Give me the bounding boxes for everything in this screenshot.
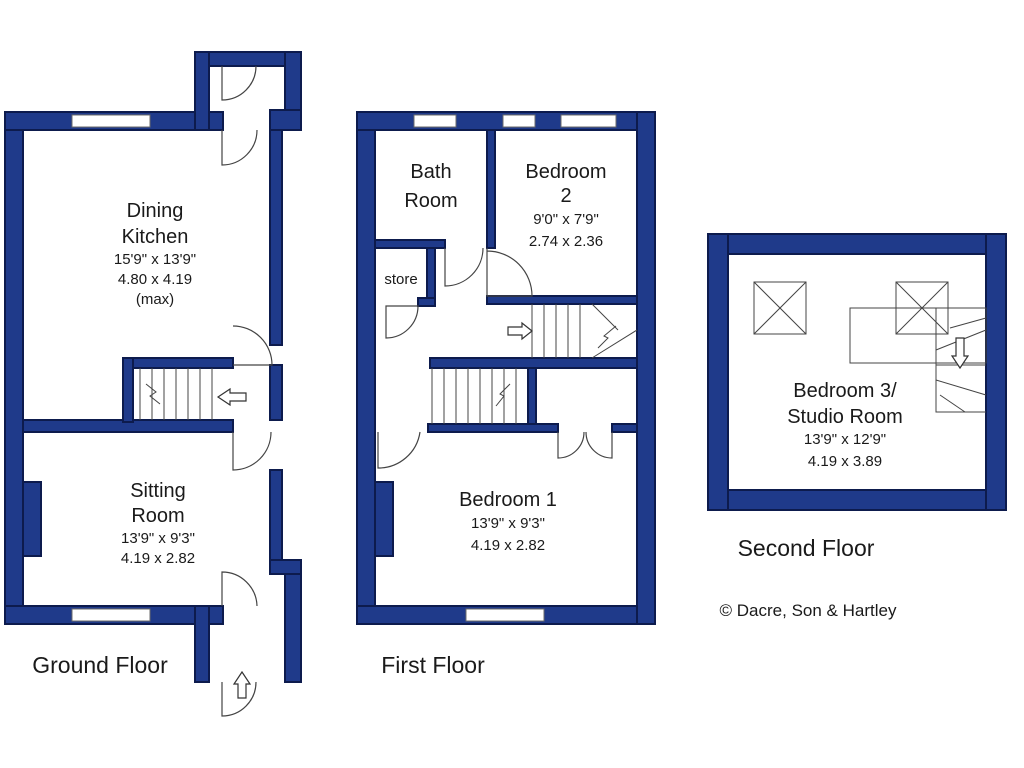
sf-skylight-left [753,281,807,335]
ff-wall-west [356,111,376,625]
gf-wall-west [4,111,24,625]
dining-kitchen-metric: 4.80 x 4.19 [118,271,192,288]
gf-stair-wall-left [122,357,134,423]
ff-cupboard-wall-left [527,367,537,431]
sf-wall-north [707,233,1007,255]
ff-bath-wall-bottom [374,239,446,249]
gf-wall-east-lower [269,469,283,571]
ff-bath-bed2-wall [486,129,496,249]
ff-wall-east [636,111,656,625]
sf-wall-east [985,233,1007,511]
ff-window-bath [413,114,457,128]
bedroom-3-name-1: Bedroom 3/ [793,380,897,402]
bedroom-1-metric: 4.19 x 2.82 [471,537,545,554]
ff-landing-wall [429,357,638,369]
ff-window-bed2-b [560,114,617,128]
ff-stairs-up [531,303,638,359]
ff-door-bed1 [377,431,421,469]
second-floor-plan [707,233,1007,511]
sitting-room-name-2: Room [131,505,184,527]
gf-door-stair [232,325,273,366]
ff-chimney [374,481,394,557]
copyright-notice: © Dacre, Son & Hartley [720,601,897,620]
bedroom-3-name-2: Studio Room [787,406,903,428]
gf-stairs [139,368,213,420]
sitting-room-metric: 4.19 x 2.82 [121,550,195,567]
bedroom-1-imperial: 13'9" x 9'3" [471,515,545,532]
ff-window-bed1 [465,608,545,622]
bedroom-1-name: Bedroom 1 [459,489,557,511]
ff-window-bed2-a [502,114,536,128]
gf-stair-arrow [216,387,247,407]
gf-frontporch-west [194,605,210,683]
gf-window-front [71,608,151,622]
ff-stair-arrow [507,321,533,341]
ff-store-wall [426,247,436,305]
dining-kitchen-name-2: Kitchen [122,226,189,248]
ff-bed1-wall-top-right [611,423,638,433]
ff-bed1-wall-top-left [427,423,559,433]
dining-kitchen-imperial: 15'9" x 13'9" [114,251,196,268]
gf-door-sitting [232,431,272,471]
ff-store-wall-bottom [417,297,436,307]
first-floor-label: First Floor [381,652,485,678]
gf-door-front-inner [221,571,258,607]
gf-entrance-arrow [232,670,252,699]
sitting-room-imperial: 13'9" x 9'3" [121,530,195,547]
ff-bed2-wall-bottom [486,295,638,305]
ff-door-bath [444,247,484,287]
dining-kitchen-name-1: Dining [127,200,184,222]
ground-floor-plan [4,51,302,717]
gf-wall-east-mid [269,364,283,421]
ff-stairs-down [431,368,517,424]
ff-door-bed2 [486,248,533,297]
gf-door-front-outer [221,681,257,717]
bedroom-3-metric: 4.19 x 3.89 [808,453,882,470]
gf-frontporch-corner [269,559,302,575]
sf-stair-arrow [950,337,970,370]
bath-room-name-1: Bath [410,161,451,183]
bedroom-2-metric: 2.74 x 2.36 [529,233,603,250]
bath-room-name-2: Room [404,190,457,212]
store-name: store [384,271,417,288]
gf-door-rear-outer [221,65,257,101]
gf-frontporch-east [284,569,302,683]
dining-kitchen-note: (max) [136,291,174,308]
gf-door-rear-inner [221,129,258,166]
ground-floor-label: Ground Floor [32,652,168,678]
gf-wall-east-upper [269,129,283,346]
first-floor-plan [356,111,656,625]
ff-door-cupboard [557,431,613,459]
gf-window-rear [71,114,151,128]
gf-porch-west [194,51,210,131]
bedroom-2-imperial: 9'0" x 7'9" [533,211,599,228]
bedroom-3-imperial: 13'9" x 12'9" [804,431,886,448]
bedroom-2-name-2: 2 [560,185,571,207]
second-floor-label: Second Floor [738,535,875,561]
gf-stair-wall-top [122,357,234,369]
ff-door-store [385,305,419,339]
bedroom-2-name-1: Bedroom [525,161,606,183]
sf-wall-south [707,489,1007,511]
gf-porch-corner [269,109,302,131]
gf-chimney [22,481,42,557]
sf-wall-west [707,233,729,511]
sitting-room-name-1: Sitting [130,480,186,502]
